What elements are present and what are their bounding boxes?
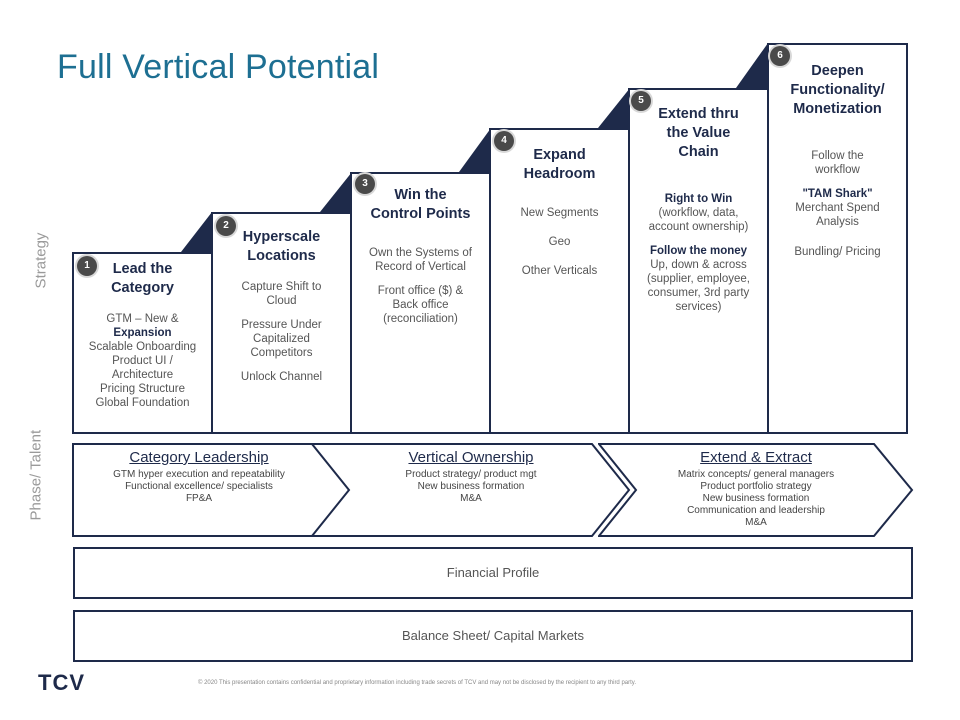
step-4-heading-line-1: Expand xyxy=(533,147,586,163)
step-5-heading-line-2: the Value xyxy=(666,125,731,141)
step-5-heading-line-1: Extend thru xyxy=(658,106,739,122)
step-4-expand-headroom: Expand Headroom New Segments Geo Other V… xyxy=(489,128,630,434)
step-1-number-badge: 1 xyxy=(77,256,97,276)
phase-line: New business formation xyxy=(702,493,810,504)
phase-line: Communication and leadership xyxy=(687,505,825,516)
step-5-extend-thru-the-value-chain: Extend thru the Value Chain Right to Win… xyxy=(628,88,769,434)
step-4-body-item: Other Verticals xyxy=(521,265,598,277)
step-1-body-line: Expansion xyxy=(113,327,172,339)
step-3-win-the-control-points: Win the Control Points Own the Systems o… xyxy=(350,172,491,434)
step-5-subheading: Right to Win xyxy=(664,193,733,205)
step-5-number-badge: 5 xyxy=(631,91,651,111)
step-1-heading-line-1: Lead the xyxy=(112,261,173,277)
step-3-heading-line-1: Win the xyxy=(394,187,447,203)
phase-line: M&A xyxy=(745,517,767,528)
step-1-body-line: Architecture xyxy=(111,369,174,381)
step-3-number-badge: 3 xyxy=(355,174,375,194)
step-5-subheading: Follow the money xyxy=(649,245,748,257)
step-1-body-line: Scalable Onboarding xyxy=(88,341,197,353)
confidentiality-footer: © 2020 This presentation contains confid… xyxy=(198,680,636,686)
step-4-heading-line-2: Headroom xyxy=(523,166,596,182)
phase-title: Vertical Ownership xyxy=(408,449,534,466)
step-1-heading-line-2: Category xyxy=(111,280,174,296)
step-4-body-item: New Segments xyxy=(520,207,599,219)
step-6-heading-line-3: Monetization xyxy=(793,101,882,117)
step-2-body-item: Capture Shift to Cloud xyxy=(241,281,322,307)
step-2-number-badge: 2 xyxy=(216,216,236,236)
step-2-body-item: Unlock Channel xyxy=(240,371,323,383)
phase-title: Category Leadership xyxy=(129,449,269,466)
step-6-number-badge: 6 xyxy=(770,46,790,66)
step-4-body-item: Geo xyxy=(548,236,571,248)
step-6-deepen-functionality-monetization: Deepen Functionality/ Monetization Follo… xyxy=(767,43,908,434)
step-1-body-line: GTM – New & xyxy=(106,313,179,325)
financial-profile-bar: Financial Profile xyxy=(73,547,913,599)
step-1-lead-the-category: Lead the Category GTM – New & Expansion … xyxy=(72,252,213,434)
tcv-logo: TCV xyxy=(38,670,85,695)
phase-line: Product strategy/ product mgt xyxy=(405,469,537,480)
page-title: Full Vertical Potential xyxy=(57,48,380,86)
phase-chevron-vertical-ownership: Vertical Ownership Product strategy/ pro… xyxy=(311,443,631,537)
step-5-body-item: Up, down & across (supplier, employee, c… xyxy=(647,259,750,313)
step-6-body-item: Merchant Spend Analysis xyxy=(795,202,880,228)
step-3-body-item: Own the Systems of Record of Vertical xyxy=(369,247,472,273)
step-1-body-line: Global Foundation xyxy=(95,397,190,409)
step-6-heading-line-2: Functionality/ xyxy=(790,82,885,98)
step-2-heading-line-2: Locations xyxy=(247,248,316,264)
phase-line: New business formation xyxy=(417,481,525,492)
phase-line: Functional excellence/ specialists xyxy=(125,481,273,492)
step-6-body-item: Follow the workflow xyxy=(811,150,864,176)
phase-line: Product portfolio strategy xyxy=(700,481,812,492)
chevron-shape-icon xyxy=(311,443,631,537)
step-6-heading-line-1: Deepen xyxy=(811,63,864,79)
step-3-body-item: Front office ($) & Back office (reconcil… xyxy=(377,285,464,325)
step-6-body-item: Bundling/ Pricing xyxy=(794,246,881,258)
step-6-subheading: "TAM Shark" xyxy=(802,188,873,200)
phase-line: M&A xyxy=(460,493,482,504)
phase-line: FP&A xyxy=(185,493,213,504)
step-1-body-line: Pricing Structure xyxy=(99,383,185,395)
step-5-body-item: (workflow, data, account ownership) xyxy=(648,207,749,233)
step-4-number-badge: 4 xyxy=(494,131,514,151)
chevron-shape-icon xyxy=(598,443,914,537)
phase-line: Matrix concepts/ general managers xyxy=(677,469,835,480)
phase-title: Extend & Extract xyxy=(700,449,812,466)
step-5-heading-line-3: Chain xyxy=(678,144,719,160)
balance-sheet-capital-markets-bar: Balance Sheet/ Capital Markets xyxy=(73,610,913,662)
phase-chevron-extend-and-extract: Extend & Extract Matrix concepts/ genera… xyxy=(598,443,914,537)
phase-line: GTM hyper execution and repeatability xyxy=(113,469,285,480)
step-2-hyperscale-locations: Hyperscale Locations Capture Shift to Cl… xyxy=(211,212,352,434)
step-3-heading-line-2: Control Points xyxy=(370,206,471,222)
phase-chevron-category-leadership: Category Leadership GTM hyper execution … xyxy=(72,443,354,537)
step-2-heading-line-1: Hyperscale xyxy=(242,229,321,245)
step-2-body-item: Pressure Under Capitalized Competitors xyxy=(241,319,322,359)
step-1-body-line: Product UI / xyxy=(112,355,173,367)
